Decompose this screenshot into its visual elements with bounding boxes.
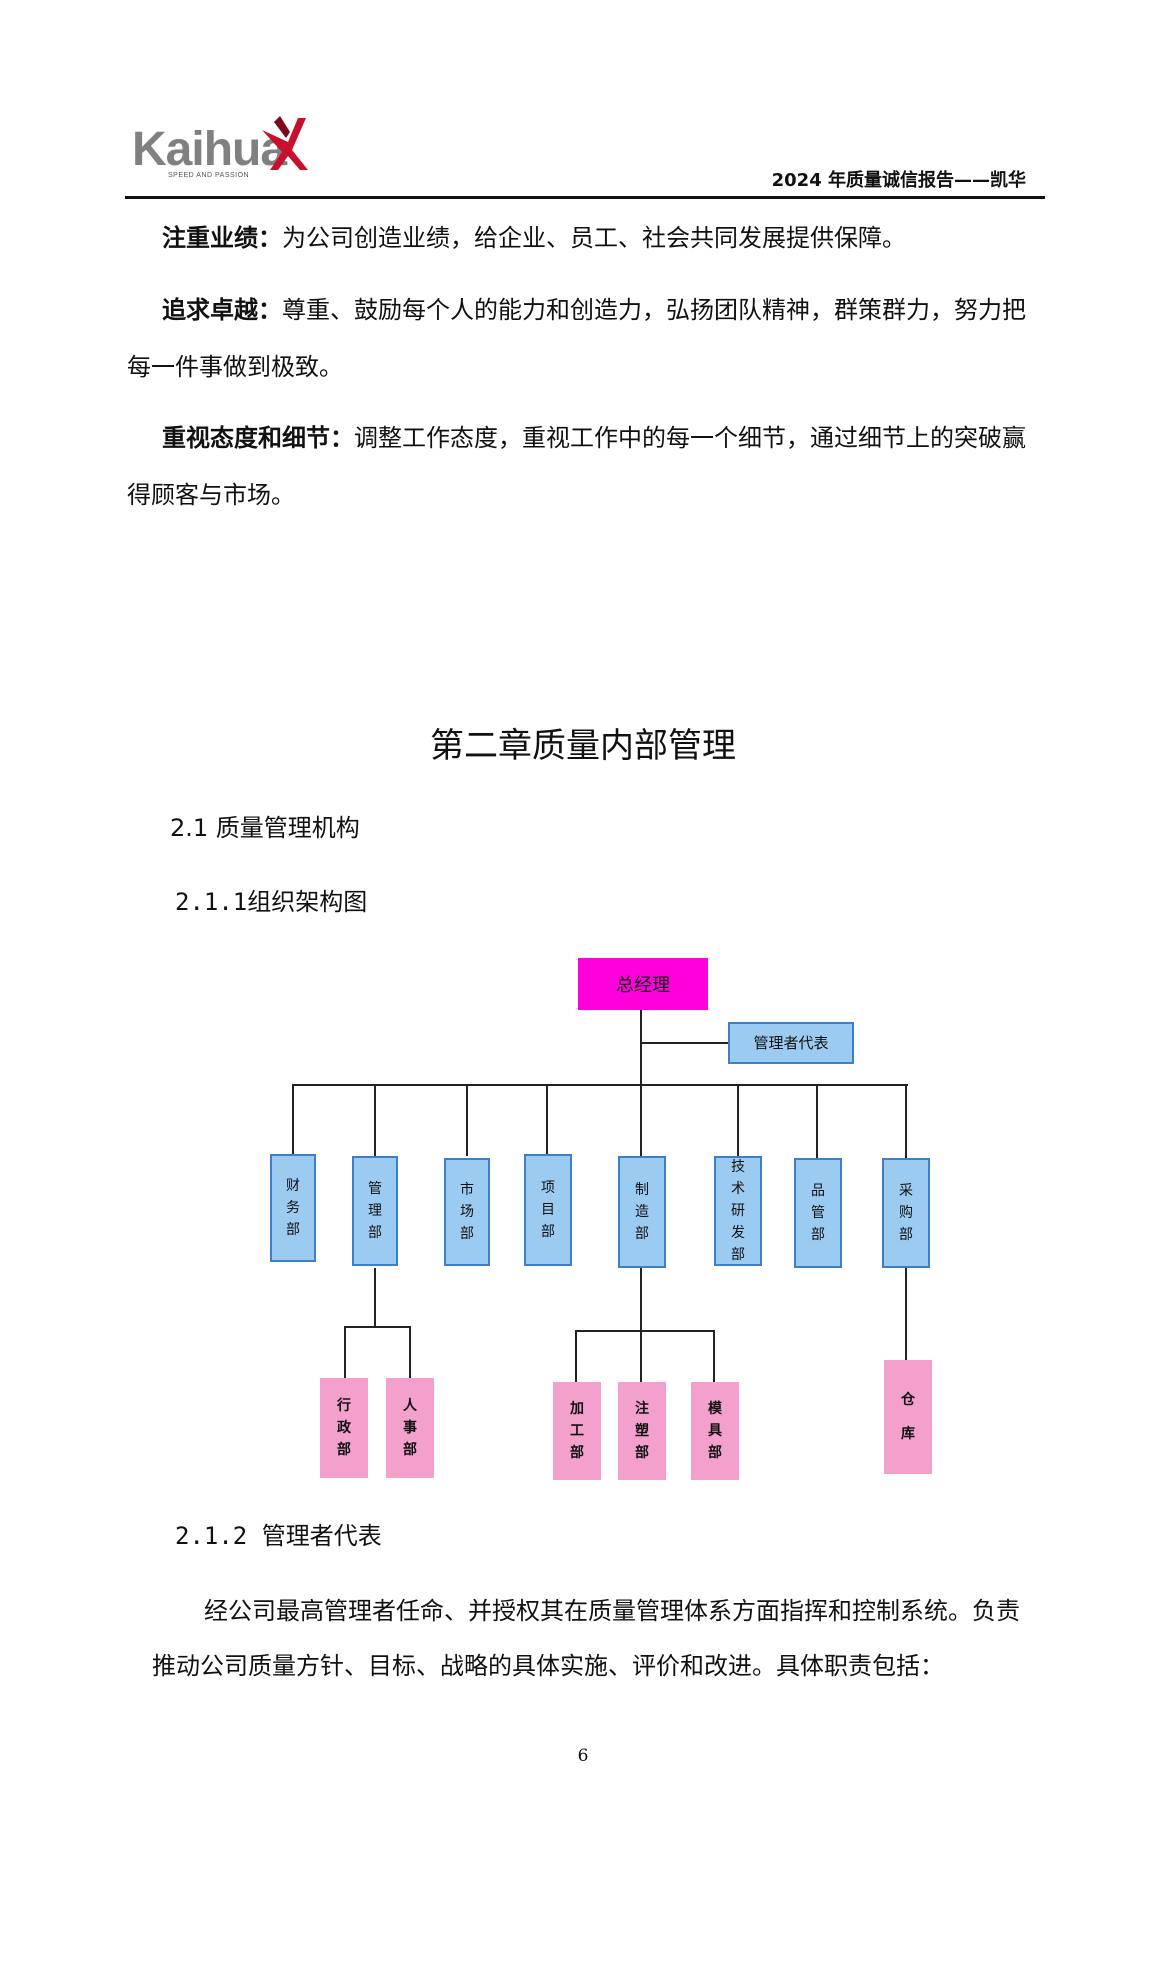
org-box-label: 项目部 <box>541 1180 555 1240</box>
org-box-department: 财务部 <box>270 1154 316 1262</box>
org-box-department: 制造部 <box>618 1156 666 1268</box>
connector-line <box>374 1268 376 1326</box>
org-box-label: 品管部 <box>811 1183 825 1243</box>
org-box-label: 模具部 <box>708 1401 722 1461</box>
org-box-label: 总经理 <box>616 975 670 996</box>
connector-line <box>737 1084 739 1156</box>
connector-line <box>640 1010 642 1164</box>
org-box-department: 品管部 <box>794 1158 842 1268</box>
org-box-subdepartment: 人事部 <box>386 1378 434 1478</box>
paragraph-term: 追求卓越： <box>162 296 282 324</box>
header-divider <box>125 196 1045 199</box>
org-box-label: 技术研发部 <box>731 1159 745 1263</box>
org-box-department: 项目部 <box>524 1154 572 1266</box>
connector-line <box>466 1084 468 1156</box>
org-box-label: 采购部 <box>899 1183 913 1243</box>
org-box-label: 人事部 <box>403 1398 417 1458</box>
connector-line <box>905 1266 907 1360</box>
org-box-label: 加工部 <box>570 1401 584 1461</box>
chapter-title: 第二章质量内部管理 <box>430 726 736 766</box>
org-box-subdepartment: 注塑部 <box>618 1382 666 1480</box>
paragraph-performance: 注重业绩：为公司创造业绩，给企业、员工、社会共同发展提供保障。 <box>127 210 1045 267</box>
org-box-label: 制造部 <box>635 1182 649 1242</box>
connector-line <box>546 1084 548 1154</box>
logo-wordmark: Kaihua <box>132 123 287 176</box>
org-box-subdepartment: 加工部 <box>553 1382 601 1480</box>
paragraph-term: 重视态度和细节： <box>162 424 354 452</box>
org-box-department: 市场部 <box>444 1158 490 1266</box>
page-number: 6 <box>577 1746 589 1766</box>
connector-line <box>640 1042 728 1044</box>
connector-line <box>292 1084 294 1154</box>
connector-line <box>292 1084 908 1086</box>
org-box-label: 仓库 <box>901 1392 915 1442</box>
paragraph-text: 尊重、鼓励每个人的能力和创造力，弘扬团队精神，群策群力，努力把每一件事做到极致。 <box>127 296 1026 381</box>
connector-line <box>344 1326 346 1378</box>
org-box-label: 市场部 <box>460 1182 474 1242</box>
org-box-label: 财务部 <box>286 1178 300 1238</box>
connector-line <box>575 1330 715 1332</box>
logo-tagline: SPEED AND PASSION <box>168 172 250 179</box>
connector-line <box>575 1330 577 1382</box>
org-box-label: 注塑部 <box>635 1401 649 1461</box>
connector-line <box>344 1326 411 1328</box>
connector-line <box>816 1084 818 1158</box>
connector-line <box>905 1084 907 1158</box>
org-box-department: 管理部 <box>352 1156 398 1266</box>
org-box-department: 技术研发部 <box>714 1156 762 1266</box>
paragraph-representative-duties: 经公司最高管理者任命、并授权其在质量管理体系方面指挥和控制系统。负责推动公司质量… <box>152 1597 1020 1680</box>
logo-mark-icon <box>262 116 308 170</box>
header-title: 2024 年质量诚信报告——凯华 <box>771 170 1026 191</box>
connector-line <box>374 1084 376 1156</box>
connector-line <box>640 1266 642 1330</box>
connector-line <box>409 1326 411 1378</box>
section-heading-2-1-2: 2.1.2 管理者代表 <box>175 1522 382 1550</box>
paragraph-term: 注重业绩： <box>162 224 282 252</box>
org-box-label: 管理者代表 <box>753 1034 829 1052</box>
org-box-subdepartment: 仓库 <box>884 1360 932 1474</box>
org-box-general-manager: 总经理 <box>578 958 708 1010</box>
org-box-subdepartment: 模具部 <box>691 1382 739 1480</box>
section-heading-2-1-1: 2.1.1组织架构图 <box>175 888 368 916</box>
org-box-subdepartment: 行政部 <box>320 1378 368 1478</box>
paragraph-text: 为公司创造业绩，给企业、员工、社会共同发展提供保障。 <box>282 224 906 252</box>
connector-line <box>713 1330 715 1382</box>
connector-line <box>640 1330 642 1382</box>
company-logo: Kaihua SPEED AND PASSION <box>132 112 308 182</box>
paragraph-text: 调整工作态度，重视工作中的每一个细节，通过细节上的突破赢得顾客与市场。 <box>127 424 1026 509</box>
paragraph-excellence: 追求卓越：尊重、鼓励每个人的能力和创造力，弘扬团队精神，群策群力，努力把每一件事… <box>127 282 1045 396</box>
org-box-label: 行政部 <box>337 1398 351 1458</box>
org-box-management-representative: 管理者代表 <box>728 1022 854 1064</box>
paragraph-attitude: 重视态度和细节：调整工作态度，重视工作中的每一个细节，通过细节上的突破赢得顾客与… <box>127 410 1045 524</box>
org-box-label: 管理部 <box>368 1181 382 1241</box>
section-heading-2-1: 2.1 质量管理机构 <box>170 814 360 842</box>
org-box-department: 采购部 <box>882 1158 930 1268</box>
